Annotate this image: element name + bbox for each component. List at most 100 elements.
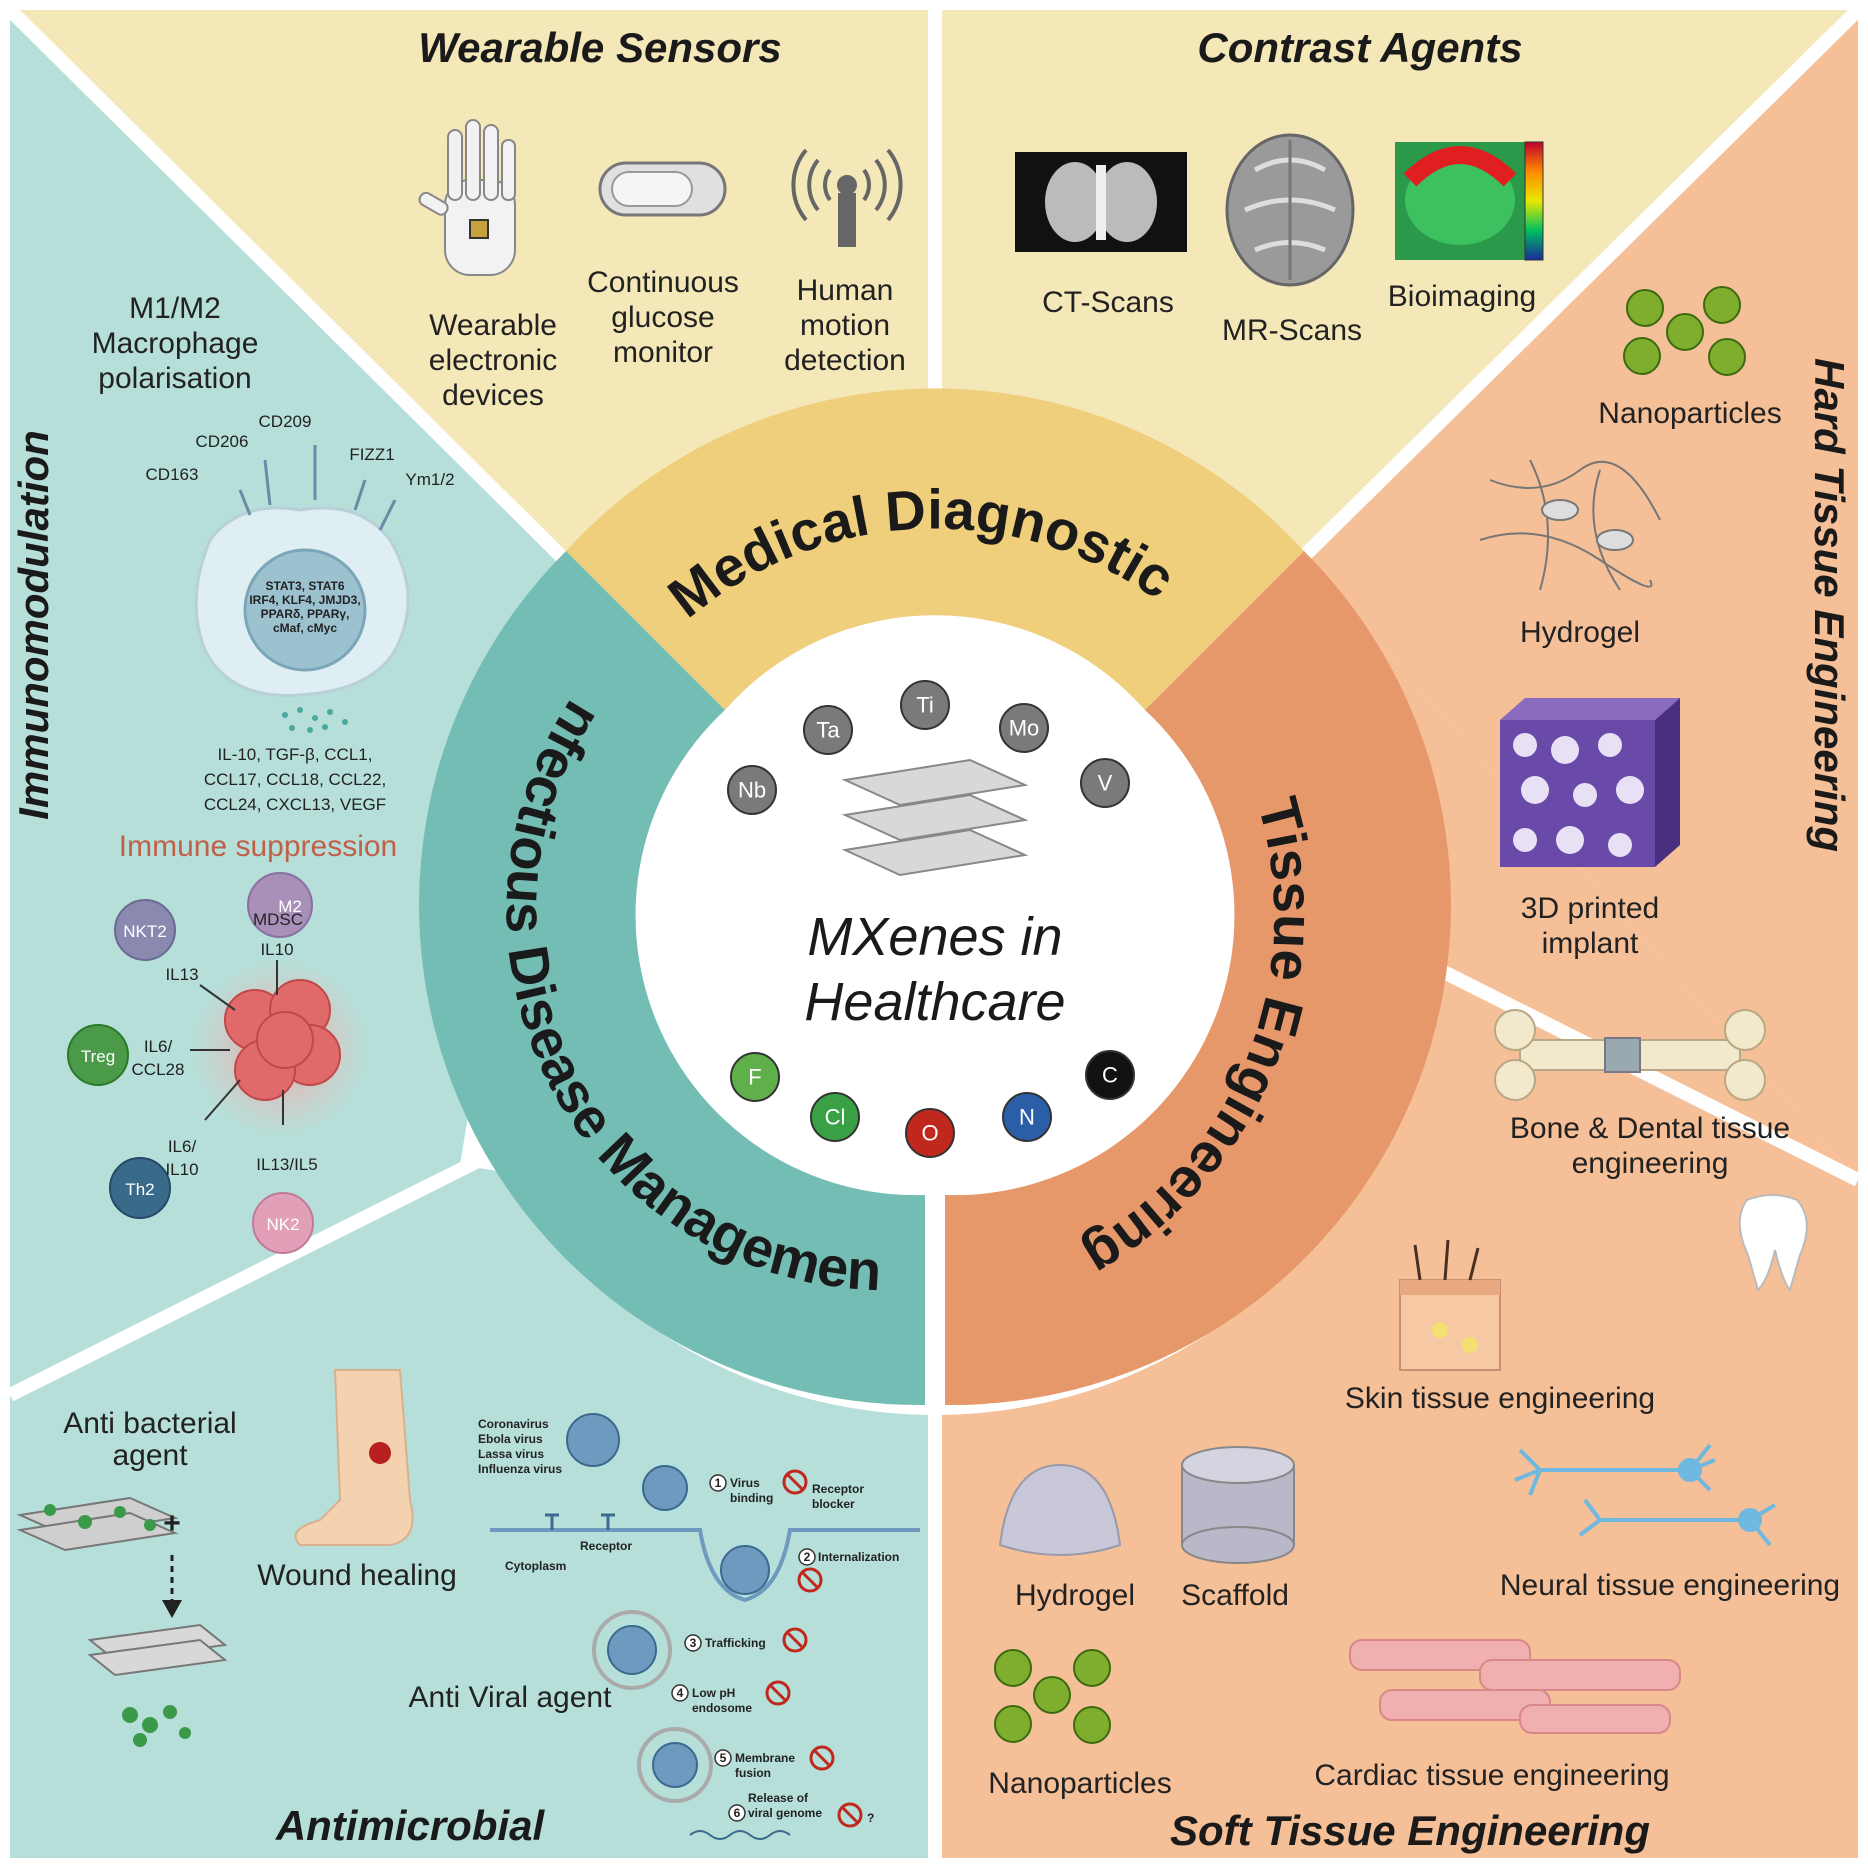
step-5-num: 5	[720, 1751, 727, 1765]
wearable-item-2-line2: glucose	[611, 301, 714, 334]
wearable-item-3-line1: Human	[797, 274, 894, 307]
virus-name-3: Lassa virus	[478, 1447, 544, 1461]
wearable-item-1-line3: devices	[442, 379, 544, 412]
tooth-icon	[1738, 1194, 1808, 1293]
virus-name-4: Influenza virus	[478, 1462, 562, 1476]
soft-hydrogel-label: Hydrogel	[1015, 1579, 1135, 1612]
receptor-cd163: CD163	[146, 465, 199, 484]
step-3-num: 3	[690, 1636, 697, 1650]
virus-name-1: Coronavirus	[478, 1417, 549, 1431]
cytokines-line3: CCL24, CXCL13, VEGF	[204, 795, 386, 814]
hydrogel-network-icon	[1479, 459, 1661, 591]
antimicrobial: Antimicrobial Anti bacterial agent + Wou…	[16, 1369, 920, 1849]
hard-bone-line1: Bone & Dental tissue	[1510, 1112, 1790, 1145]
cytokine-dots	[282, 707, 348, 733]
center-mxene: MXenes in Healthcare	[804, 758, 1066, 1032]
step-4-num: 4	[677, 1686, 684, 1700]
antibacterial-line1: Anti bacterial	[63, 1407, 236, 1440]
neuron-icon	[1514, 1443, 1777, 1547]
nucleus-line2: IRF4, KLF4, JMJD3,	[249, 593, 360, 607]
step-1-num: 1	[715, 1476, 722, 1490]
hard-hydrogel-label: Hydrogel	[1520, 616, 1640, 649]
contrast-agents-title: Contrast Agents	[1197, 24, 1522, 71]
dead-bacteria-icon	[122, 1705, 191, 1747]
nkt2-cell-icon	[114, 899, 176, 961]
immunomodulation: Immunomodulation M1/M2 Macrophage polari…	[10, 292, 455, 1254]
blocker-icons	[765, 1469, 863, 1828]
element-mo: Mo	[1009, 716, 1040, 741]
antiviral-label: Anti Viral agent	[409, 1681, 613, 1714]
bioimaging-icon	[1395, 141, 1544, 261]
step-5-line2: fusion	[735, 1766, 771, 1780]
element-cl: Cl	[825, 1105, 846, 1130]
th2-cell-icon	[109, 1157, 171, 1219]
cytokines-line1: IL-10, TGF-β, CCL1,	[218, 745, 373, 764]
cytoplasm-label: Cytoplasm	[505, 1559, 566, 1573]
wearable-item-1-line2: electronic	[429, 344, 557, 377]
soft-scaffold-label: Scaffold	[1181, 1579, 1289, 1612]
leg-wound-icon	[294, 1369, 414, 1546]
soft-tissue: Soft Tissue Engineering Skin tissue engi…	[988, 1239, 1840, 1854]
cell-th2-label: Th2	[125, 1180, 154, 1199]
virus-icon	[566, 1413, 770, 1788]
immune-suppression-label: Immune suppression	[119, 830, 397, 863]
element-nb: Nb	[738, 778, 766, 803]
membrane-line	[490, 1528, 920, 1603]
implant-cube-icon	[1500, 698, 1680, 867]
step-6-line1: Release of	[748, 1791, 809, 1805]
cell-treg-label: Treg	[81, 1047, 115, 1066]
immuno-macro-line3: polarisation	[98, 362, 251, 395]
antibacterial-plus: +	[163, 1507, 181, 1540]
contrast-agents: Contrast Agents CT-Scans MR-Scans Bioima…	[1015, 24, 1544, 347]
question-mark: ?	[867, 1811, 874, 1825]
viral-genome-icon	[689, 1830, 791, 1840]
step-2-num: 2	[804, 1550, 811, 1564]
immuno-macro-line2: Macrophage	[92, 327, 259, 360]
mxene-bacteria-icon	[16, 1496, 179, 1552]
signal-il13: IL13	[165, 965, 198, 984]
hand-icon	[418, 119, 516, 276]
step-4-line2: endosome	[692, 1701, 752, 1715]
step-6-num: 6	[734, 1806, 741, 1820]
signal-il6il10-line2: IL10	[165, 1160, 198, 1179]
nk2-cell-icon	[252, 1192, 314, 1254]
hard-nanoparticles-label: Nanoparticles	[1598, 397, 1781, 430]
step-2-line1: Internalization	[818, 1550, 899, 1564]
receptor-cd206: CD206	[196, 432, 249, 451]
immunomodulation-title: Immunomodulation	[10, 430, 57, 820]
scaffold-icon	[1181, 1446, 1295, 1564]
wearable-sensors: Wearable Sensors Wearable el	[418, 24, 906, 412]
skin-tissue-icon	[1399, 1239, 1501, 1371]
wearable-item-2-line1: Continuous	[587, 266, 739, 299]
signal-il10: IL10	[260, 940, 293, 959]
contrast-agents-panel	[940, 10, 1858, 555]
hard-implant-line1: 3D printed	[1521, 892, 1659, 925]
contrast-item-bio: Bioimaging	[1388, 280, 1536, 313]
antimicrobial-title: Antimicrobial	[275, 1802, 546, 1849]
cytokines-line2: CCL17, CCL18, CCL22,	[204, 770, 386, 789]
immunomodulation-panel	[10, 10, 560, 1395]
macrophage-icon: STAT3, STAT6 IRF4, KLF4, JMJD3, PPARδ, P…	[194, 445, 410, 697]
wearable-item-2-line3: monitor	[613, 336, 713, 369]
step-6-line2: viral genome	[748, 1806, 822, 1820]
contrast-item-ct: CT-Scans	[1042, 286, 1174, 319]
center-title-line1: MXenes in	[807, 907, 1062, 967]
center-title-line2: Healthcare	[804, 972, 1065, 1032]
step-1-line2: binding	[730, 1491, 773, 1505]
wearable-item-1-line1: Wearable	[429, 309, 557, 342]
soft-cardiac-label: Cardiac tissue engineering	[1314, 1759, 1669, 1792]
receptor-fizz1: FIZZ1	[349, 445, 394, 464]
ring-tissue-engineering	[945, 551, 1451, 1406]
antibacterial-line2: agent	[112, 1439, 188, 1472]
cell-mdsc-label: MDSC	[253, 910, 303, 929]
element-bottom-row: F Cl O N C	[730, 1050, 1135, 1158]
nanoparticles-icon	[1623, 286, 1746, 376]
receptor-label: Receptor	[580, 1539, 632, 1553]
contrast-item-mr: MR-Scans	[1222, 314, 1362, 347]
cell-m2-label: M2	[278, 897, 302, 916]
receptor-ym12: Ym1/2	[405, 470, 454, 489]
soft-hydrogel-icon	[998, 1463, 1122, 1556]
wearable-item-3-line3: detection	[784, 344, 906, 377]
step-4-line1: Low pH	[692, 1686, 735, 1700]
